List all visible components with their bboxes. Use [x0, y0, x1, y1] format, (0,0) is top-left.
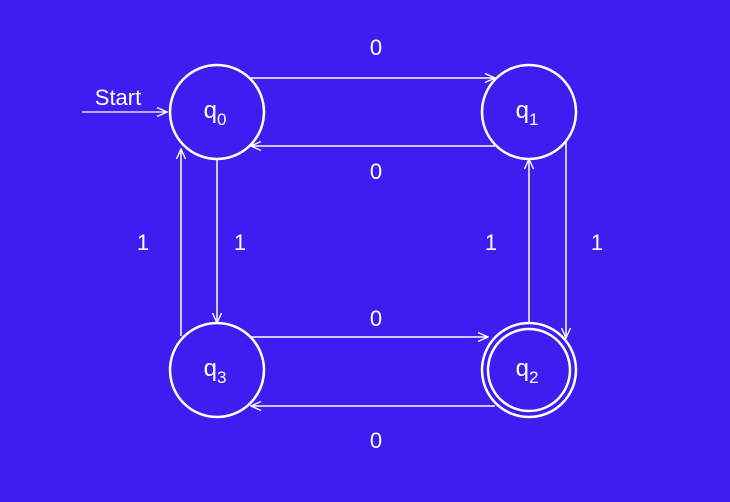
transition-q2-q3-label: 0: [370, 428, 382, 453]
svg-text:q2: q2: [516, 355, 539, 387]
state-q2-accepting: q2: [480, 321, 578, 419]
transition-q3-q0-label: 1: [137, 230, 149, 255]
state-q3: q3: [168, 321, 266, 419]
svg-text:q1: q1: [516, 97, 539, 129]
state-q1: q1: [480, 63, 578, 161]
transition-q1-q2-label: 1: [591, 230, 603, 255]
transition-q1-q0-label: 0: [370, 159, 382, 184]
svg-text:q3: q3: [204, 355, 227, 387]
start-label: Start: [95, 85, 141, 110]
transition-q0-q3-label: 1: [234, 230, 246, 255]
transition-q2-q1-label: 1: [485, 230, 497, 255]
svg-text:q0: q0: [204, 97, 227, 129]
state-q0: q0: [168, 63, 266, 161]
transition-q0-q1-label: 0: [370, 35, 382, 60]
transition-q3-q2-label: 0: [370, 306, 382, 331]
